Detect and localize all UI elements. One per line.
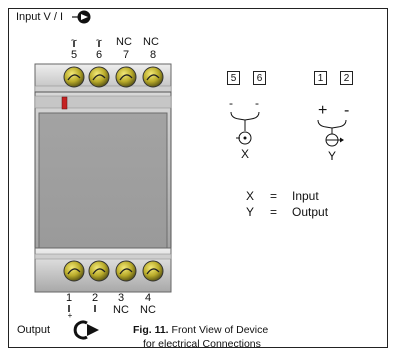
bottom-term-3-num: 3 [117, 292, 125, 304]
box-2: 2 [340, 71, 353, 85]
figure-frame [8, 8, 388, 348]
front-panel [38, 112, 168, 249]
x-sign-1: - [229, 96, 233, 110]
output-symbol-icon [73, 320, 99, 340]
y-sign-plus: + [318, 102, 328, 119]
output-label: Output [17, 324, 51, 336]
top-term-7-num: 7 [122, 49, 130, 61]
schematic-y [317, 119, 347, 147]
top-term-8-num: 8 [149, 49, 157, 61]
x-sign-2: - [255, 96, 259, 110]
caption-title: Front View of Device [171, 324, 269, 336]
legend-y-eq: = [270, 205, 278, 219]
caption-line2: for electrical Connections [143, 338, 261, 350]
bottom-term-3-sym: NC [113, 304, 129, 316]
schematic-x [230, 111, 260, 145]
box-6: 6 [253, 71, 266, 85]
top-term-6-sym: ~ [95, 35, 103, 47]
y-label: Y [328, 149, 337, 163]
bottom-term-4-sym: NC [140, 304, 156, 316]
x-label: X [241, 147, 250, 161]
box-1: 1 [314, 71, 327, 85]
bottom-term-2-num: 2 [91, 292, 99, 304]
y-sign-minus: - [344, 102, 350, 119]
legend-y-value: Output [292, 205, 329, 219]
led-indicator [61, 96, 68, 110]
caption-line1: Fig. 11. Front View of Device [133, 325, 268, 336]
top-term-5-sym: ~ [70, 35, 78, 47]
legend-x-value: Input [292, 189, 319, 203]
input-label: Input V / I [16, 11, 64, 23]
top-term-8-sym: NC [143, 36, 159, 48]
top-screws [63, 66, 164, 88]
bottom-screws [63, 260, 164, 282]
bottom-term-1-num: 1 [65, 292, 73, 304]
bottom-term-4-num: 4 [144, 292, 152, 304]
top-term-5-num: 5 [70, 49, 78, 61]
top-term-6-num: 6 [95, 49, 103, 61]
caption-fig-number: Fig. 11. [133, 324, 169, 336]
input-symbol-icon [72, 10, 91, 24]
legend-x-key: X [246, 189, 255, 203]
box-5: 5 [227, 71, 240, 85]
top-term-7-sym: NC [116, 36, 132, 48]
legend-x-eq: = [270, 189, 278, 203]
legend-y-key: Y [246, 205, 255, 219]
bottom-term-1-sym: + [67, 311, 73, 320]
